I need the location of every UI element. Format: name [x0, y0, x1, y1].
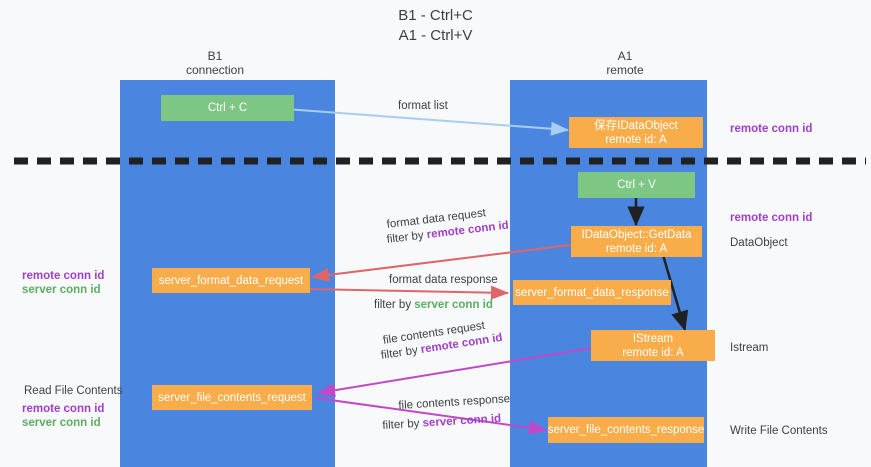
- node-idataobject[interactable]: 保存IDataObject remote id: A: [569, 117, 703, 148]
- node-getdata-line-1: IDataObject::GetData: [581, 228, 692, 241]
- node-istream[interactable]: IStream remote id: A: [591, 330, 715, 361]
- left-label-server-conn-id-bottom: server conn id: [22, 417, 101, 429]
- node-istream-line-1: IStream: [632, 332, 674, 345]
- edge-label-format-data-response: format data response: [389, 274, 498, 286]
- diagram-title: B1 - Ctrl+C A1 - Ctrl+V: [0, 6, 871, 46]
- title-line-2: A1 - Ctrl+V: [398, 27, 473, 44]
- filter-key-server-conn-id: server conn id: [422, 412, 502, 430]
- filter-prefix: filter by: [382, 417, 423, 432]
- node-ctrl-c[interactable]: Ctrl + C: [161, 95, 294, 121]
- node-ctrl-v[interactable]: Ctrl + V: [578, 172, 695, 198]
- column-header-b1-name: B1: [207, 49, 223, 63]
- node-server-format-data-request[interactable]: server_format_data_request: [152, 268, 310, 293]
- node-idataobject-getdata[interactable]: IDataObject::GetData remote id: A: [571, 226, 702, 257]
- left-label-remote-conn-id-bottom: remote conn id: [22, 403, 105, 415]
- left-label-remote-conn-id-mid: remote conn id: [22, 270, 105, 282]
- title-line-1: B1 - Ctrl+C: [398, 7, 473, 24]
- edge-label-format-list: format list: [398, 100, 448, 112]
- column-header-b1-role: connection: [185, 63, 245, 77]
- node-istream-line-2: remote id: A: [622, 346, 684, 359]
- edge-label-file-contents-response: file contents response: [398, 393, 511, 412]
- node-idataobject-line-1: 保存IDataObject: [594, 119, 678, 132]
- filter-prefix: filter by: [386, 229, 428, 246]
- right-label-remote-conn-id-top: remote conn id: [730, 123, 813, 135]
- left-label-read-file-contents: Read File Contents: [24, 385, 123, 397]
- node-getdata-line-2: remote id: A: [605, 242, 668, 255]
- edge-label-format-data-response-filter: filter by server conn id: [374, 298, 493, 313]
- filter-prefix: filter by: [374, 299, 415, 311]
- right-label-write-file-contents: Write File Contents: [730, 425, 828, 437]
- node-server-file-contents-response[interactable]: server_file_contents_response: [548, 417, 704, 443]
- node-idataobject-line-2: remote id: A: [605, 133, 667, 146]
- arrow-format-data-response: [305, 285, 509, 300]
- filter-key-server-conn-id: server conn id: [414, 299, 493, 311]
- column-header-a1: A1 remote: [555, 49, 695, 77]
- node-server-format-data-response[interactable]: server_format_data_response: [513, 280, 671, 305]
- column-header-b1: B1 connection: [145, 49, 285, 77]
- right-label-remote-conn-id-mid: remote conn id: [730, 212, 813, 224]
- right-label-dataobject: DataObject: [730, 237, 788, 249]
- left-label-server-conn-id-mid: server conn id: [22, 284, 101, 296]
- right-label-istream: Istream: [730, 342, 769, 354]
- edge-label-file-contents-response-filter: filter by server conn id: [382, 412, 502, 434]
- node-server-file-contents-request[interactable]: server_file_contents_request: [152, 385, 312, 410]
- column-header-a1-role: remote: [606, 63, 644, 77]
- column-header-a1-name: A1: [617, 49, 633, 63]
